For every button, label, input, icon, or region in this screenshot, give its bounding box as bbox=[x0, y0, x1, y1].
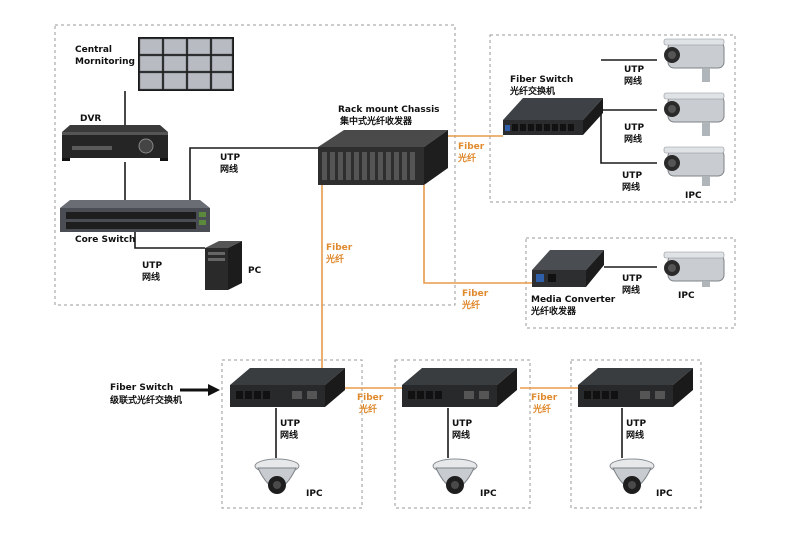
fiber-label-a-cn: 光纤 bbox=[457, 152, 476, 164]
fiber-label-c: Fiber bbox=[462, 289, 489, 299]
bottom-box-2 bbox=[394, 359, 531, 509]
fiber-label-d-cn: 光纤 bbox=[358, 403, 377, 415]
fiber-switch-bottom-2-icon bbox=[402, 368, 517, 407]
utp-label-c: UTP bbox=[624, 65, 644, 75]
utp-label-f: UTP bbox=[622, 274, 642, 284]
utp-label-e: UTP bbox=[622, 171, 642, 181]
utp-label-f-cn: 网线 bbox=[622, 284, 640, 296]
fiber-switch-bottom-3-icon bbox=[578, 368, 693, 407]
core-switch-label: Core Switch bbox=[75, 235, 135, 245]
media-converter-label-2: 光纤收发器 bbox=[530, 305, 577, 317]
bullet-camera-2-icon bbox=[663, 92, 725, 136]
utp-label-e-cn: 网线 bbox=[622, 181, 640, 193]
utp-label-i: UTP bbox=[626, 419, 646, 429]
fiber-label-b: Fiber bbox=[326, 243, 353, 253]
fiber-label-d: Fiber bbox=[357, 393, 384, 403]
utp-label-a: UTP bbox=[220, 153, 240, 163]
utp-cables bbox=[124, 59, 657, 458]
fiber-cables bbox=[321, 135, 578, 389]
fiber-switch-bottom-label-1: Fiber Switch bbox=[110, 383, 173, 393]
fiber-label-c-cn: 光纤 bbox=[461, 299, 480, 311]
ipc-label-bottom-2: IPC bbox=[480, 489, 497, 499]
dvr-label: DVR bbox=[80, 114, 101, 124]
utp-label-g: UTP bbox=[280, 419, 300, 429]
fiber-label-e-cn: 光纤 bbox=[532, 403, 551, 415]
ipc-label-top: IPC bbox=[685, 191, 702, 201]
bottom-box-3 bbox=[570, 359, 702, 509]
fiber-switch-bottom-label-2: 级联式光纤交换机 bbox=[109, 394, 182, 406]
utp-label-d: UTP bbox=[624, 123, 644, 133]
utp-label-b-cn: 网线 bbox=[142, 271, 160, 283]
central-monitoring-label-2: Mornitoring bbox=[75, 57, 135, 67]
fiber-switch-top-label-2: 光纤交换机 bbox=[509, 85, 555, 97]
media-converter-icon bbox=[532, 250, 604, 287]
bullet-camera-3-icon bbox=[663, 146, 725, 186]
ipc-label-media: IPC bbox=[678, 291, 695, 301]
ipc-label-bottom-1: IPC bbox=[306, 489, 323, 499]
fiber-label-b-cn: 光纤 bbox=[325, 253, 344, 265]
bullet-camera-4-icon bbox=[663, 251, 725, 287]
fiber-label-e: Fiber bbox=[531, 393, 558, 403]
ipc-label-bottom-3: IPC bbox=[656, 489, 673, 499]
central-monitoring-label-1: Central bbox=[75, 45, 112, 55]
rack-chassis-label-2: 集中式光纤收发器 bbox=[339, 115, 413, 127]
dome-camera-3-icon bbox=[609, 458, 655, 494]
utp-label-h: UTP bbox=[452, 419, 472, 429]
pc-icon bbox=[205, 241, 242, 290]
top-right-box bbox=[489, 34, 736, 203]
control-room-box bbox=[54, 24, 456, 306]
core-switch-icon bbox=[60, 200, 210, 232]
fiber-switch-top-icon bbox=[503, 98, 603, 135]
pc-label: PC bbox=[248, 266, 262, 276]
utp-label-g-cn: 网线 bbox=[280, 429, 298, 441]
dome-camera-2-icon bbox=[432, 458, 478, 494]
fiber-switch-bottom-1-icon bbox=[230, 368, 345, 407]
monitor-wall-icon bbox=[138, 37, 234, 91]
utp-label-i-cn: 网线 bbox=[626, 429, 644, 441]
dvr-icon bbox=[62, 125, 168, 161]
rack-chassis-label-1: Rack mount Chassis bbox=[338, 105, 440, 115]
rack-chassis-icon bbox=[318, 130, 448, 185]
media-converter-label-1: Media Converter bbox=[531, 295, 616, 305]
dome-camera-1-icon bbox=[254, 458, 300, 494]
utp-label-b: UTP bbox=[142, 261, 162, 271]
arrow-right-icon bbox=[180, 384, 220, 396]
utp-label-c-cn: 网线 bbox=[624, 75, 642, 87]
utp-label-d-cn: 网线 bbox=[624, 133, 642, 145]
utp-label-a-cn: 网线 bbox=[220, 163, 238, 175]
fiber-label-a: Fiber bbox=[458, 142, 485, 152]
bullet-camera-1-icon bbox=[663, 38, 725, 82]
utp-label-h-cn: 网线 bbox=[452, 429, 470, 441]
fiber-switch-top-label-1: Fiber Switch bbox=[510, 75, 573, 85]
